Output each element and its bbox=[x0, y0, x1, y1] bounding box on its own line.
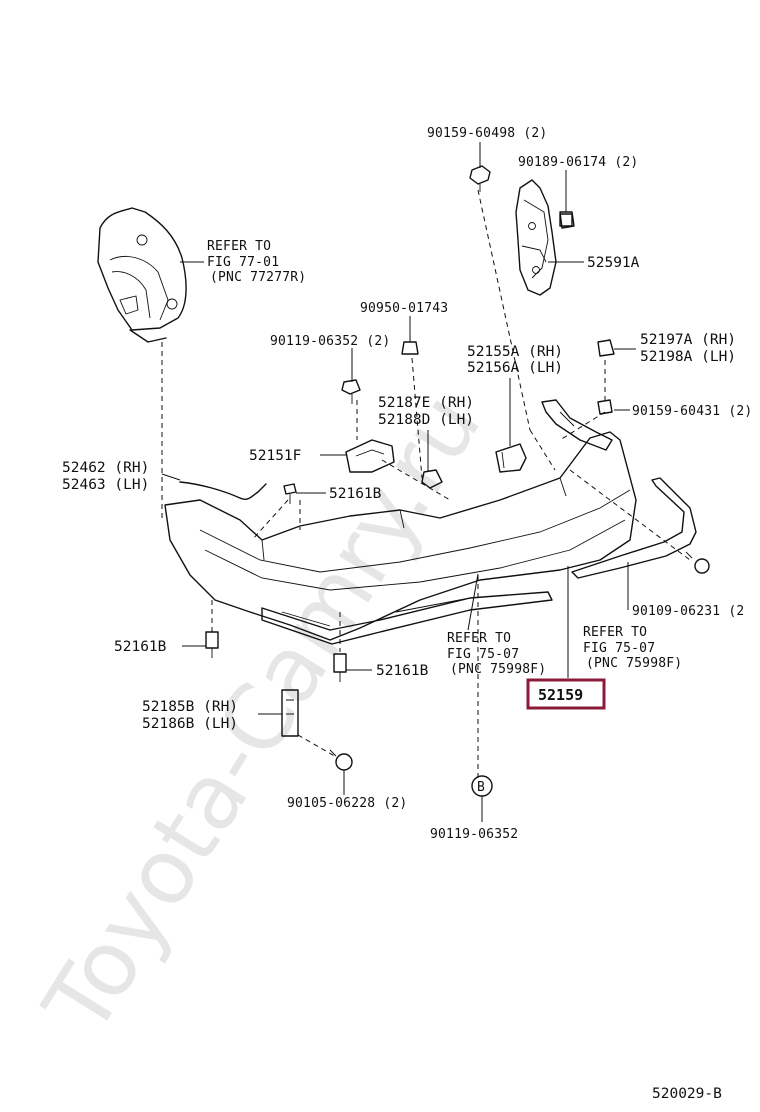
label-52187e[interactable]: 52187E (RH) bbox=[378, 395, 474, 411]
refer-75-center-line1: REFER TO bbox=[447, 631, 511, 646]
label-52151f[interactable]: 52151F bbox=[249, 448, 301, 464]
fender-liner bbox=[97, 207, 187, 343]
label-52197a[interactable]: 52197A (RH) bbox=[640, 332, 736, 348]
refer-75-right-line2: FIG 75-07 bbox=[583, 641, 655, 656]
callout-labels: 90159-60498 (2) 90189-06174 (2) 52591A R… bbox=[62, 126, 752, 1102]
label-52198a[interactable]: 52198A (LH) bbox=[640, 349, 736, 365]
label-90105-06228[interactable]: 90105-06228 (2) bbox=[287, 796, 407, 811]
label-52161b-top[interactable]: 52161B bbox=[329, 486, 382, 502]
label-52463[interactable]: 52463 (LH) bbox=[62, 477, 149, 493]
refer-77-line2: FIG 77-01 bbox=[207, 255, 279, 270]
label-90109-06231[interactable]: 90109-06231 (2 bbox=[632, 604, 744, 619]
label-52591a[interactable]: 52591A bbox=[587, 255, 640, 271]
highlight-box bbox=[526, 678, 606, 710]
label-52156a[interactable]: 52156A (LH) bbox=[467, 360, 563, 376]
label-90950-01743[interactable]: 90950-01743 bbox=[360, 301, 448, 316]
label-52161b-mid[interactable]: 52161B bbox=[376, 663, 429, 679]
side-molding bbox=[571, 477, 697, 579]
guide-lines bbox=[161, 189, 691, 780]
label-52186b[interactable]: 52186B (LH) bbox=[142, 716, 238, 732]
label-90159-60498[interactable]: 90159-60498 (2) bbox=[427, 126, 547, 141]
label-90189-06174[interactable]: 90189-06174 (2) bbox=[518, 155, 638, 170]
reinforcement-wire bbox=[179, 481, 267, 501]
label-52462[interactable]: 52462 (RH) bbox=[62, 460, 149, 476]
side-bracket bbox=[515, 179, 575, 296]
label-90119-06352[interactable]: 90119-06352 bbox=[430, 827, 518, 842]
label-52185b[interactable]: 52185B (RH) bbox=[142, 699, 238, 715]
label-52159-highlighted[interactable]: 52159 bbox=[538, 686, 583, 704]
refer-75-center-line2: FIG 75-07 bbox=[447, 647, 519, 662]
label-52161b-left[interactable]: 52161B bbox=[114, 639, 167, 655]
label-52155a[interactable]: 52155A (RH) bbox=[467, 344, 563, 360]
label-52188d[interactable]: 52188D (LH) bbox=[378, 412, 474, 428]
refer-77-line1: REFER TO bbox=[207, 239, 271, 254]
diagram-code: 520029-B bbox=[652, 1086, 722, 1102]
refer-77-line3: (PNC 77277R) bbox=[210, 270, 306, 285]
label-90119-06352-2[interactable]: 90119-06352 (2) bbox=[270, 334, 390, 349]
circle-b-letter: B bbox=[477, 780, 485, 795]
refer-75-right-line3: (PNC 75998F) bbox=[586, 656, 682, 671]
bumper-cover bbox=[164, 399, 637, 645]
leader-lines bbox=[161, 142, 636, 822]
fasteners bbox=[205, 165, 710, 797]
label-90159-60431[interactable]: 90159-60431 (2) bbox=[632, 404, 752, 419]
refer-75-center-line3: (PNC 75998F) bbox=[450, 662, 546, 677]
refer-75-right-line1: REFER TO bbox=[583, 625, 647, 640]
